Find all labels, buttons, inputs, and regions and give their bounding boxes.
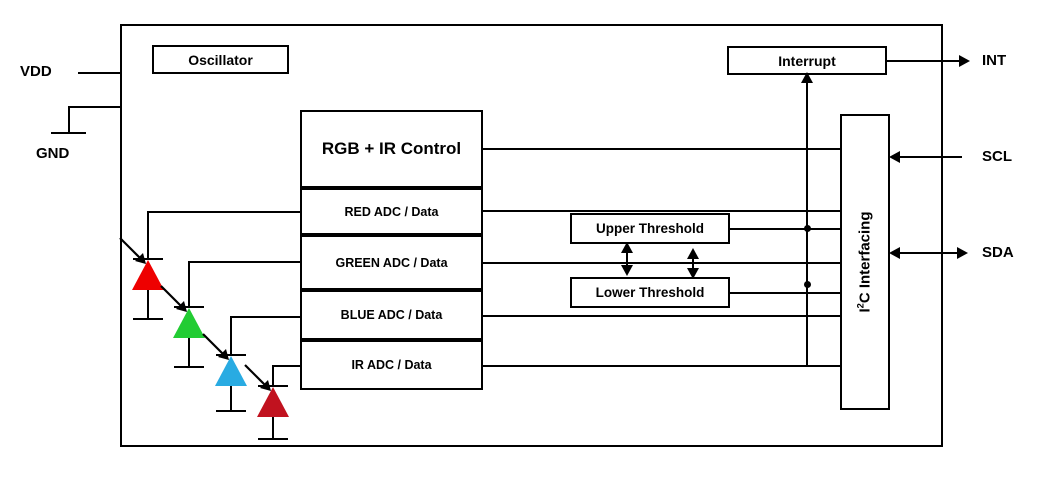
wire-ir-to-i2c — [483, 365, 840, 367]
blue-light-arrow-icon — [202, 333, 229, 360]
i2c-label-superscript: 2 — [856, 303, 866, 309]
wire-blue-to-i2c — [483, 315, 840, 317]
wire-vdd — [78, 72, 122, 74]
wire-interrupt-feed — [806, 80, 809, 366]
int-arrowhead — [959, 55, 970, 67]
block-lower-threshold-label: Lower Threshold — [595, 285, 705, 300]
pin-label-scl: SCL — [982, 148, 1012, 165]
wire-red-diode-cathode — [147, 240, 149, 260]
wire-int-output — [887, 60, 962, 62]
scl-arrowhead — [889, 151, 900, 163]
wire-blue-diode-anode — [230, 386, 232, 412]
block-lower-threshold: Lower Threshold — [570, 277, 730, 308]
wire-scl — [900, 156, 962, 158]
ir-light-arrow-icon — [244, 364, 271, 391]
ir-diode-cathode-bar — [258, 385, 288, 388]
pin-label-int: INT — [982, 52, 1007, 69]
threshold-arrow-right-down-head — [687, 268, 699, 279]
pin-label-sda: SDA — [982, 244, 1014, 261]
interrupt-feed-arrowhead — [801, 72, 813, 83]
block-blue-adc-label: BLUE ADC / Data — [340, 308, 443, 322]
wire-control-to-i2c — [483, 148, 840, 150]
red-diode-anode-bar — [133, 318, 163, 321]
threshold-arrow-left-up-head — [621, 242, 633, 253]
block-ir-adc: IR ADC / Data — [300, 340, 483, 390]
sda-arrowhead-left — [889, 247, 900, 259]
blue-photodiode-triangle — [215, 356, 247, 386]
wire-ir-diode-anode — [272, 417, 274, 440]
block-oscillator-label: Oscillator — [188, 51, 253, 68]
junction-dot-lower-threshold — [804, 281, 811, 288]
wire-red-diode-to-adc — [147, 211, 300, 213]
blue-diode-cathode-bar — [216, 354, 246, 357]
block-red-adc: RED ADC / Data — [300, 188, 483, 235]
block-ir-adc-label: IR ADC / Data — [351, 358, 432, 372]
sda-arrowhead-right — [957, 247, 968, 259]
blue-diode-anode-bar — [216, 410, 246, 413]
ir-photodiode-triangle — [257, 387, 289, 417]
wire-ir-diode-up — [272, 365, 274, 387]
wire-gnd-horizontal — [68, 106, 122, 108]
block-upper-threshold: Upper Threshold — [570, 213, 730, 244]
gnd-symbol-bar — [51, 132, 86, 135]
threshold-arrow-left-shaft — [626, 246, 629, 272]
wire-ir-diode-to-adc — [272, 365, 300, 367]
block-i2c-interfacing: I2C Interfacing — [840, 114, 890, 410]
block-rgb-ir-control: RGB + IR Control — [300, 110, 483, 188]
wire-upper-threshold-to-i2c — [730, 228, 840, 230]
green-photodiode-triangle — [173, 308, 205, 338]
wire-red-diode-up — [147, 211, 149, 258]
ir-diode-anode-bar — [258, 438, 288, 441]
red-diode-cathode-bar — [133, 258, 163, 261]
block-green-adc: GREEN ADC / Data — [300, 235, 483, 290]
wire-green-diode-up — [188, 261, 190, 308]
wire-green-diode-anode — [188, 338, 190, 368]
block-interrupt: Interrupt — [727, 46, 887, 75]
wire-green-to-i2c — [483, 262, 840, 264]
red-light-arrow-icon — [119, 237, 146, 264]
green-diode-cathode-bar — [174, 306, 204, 309]
green-diode-anode-bar — [174, 366, 204, 369]
block-rgb-ir-control-label: RGB + IR Control — [321, 139, 462, 158]
i2c-label-suffix: C Interfacing — [857, 211, 874, 304]
block-red-adc-label: RED ADC / Data — [344, 204, 439, 219]
sensor-chip-outline — [120, 24, 943, 447]
wire-blue-diode-to-adc — [230, 316, 300, 318]
wire-lower-threshold-to-i2c — [730, 292, 840, 294]
i2c-label-prefix: I — [857, 308, 874, 313]
threshold-arrow-right-up-head — [687, 248, 699, 259]
block-i2c-interfacing-label: I2C Interfacing — [856, 211, 874, 312]
wire-blue-diode-up — [230, 316, 232, 356]
wire-red-to-i2c — [483, 210, 840, 212]
wire-gnd-vertical — [68, 106, 70, 133]
block-upper-threshold-label: Upper Threshold — [595, 221, 704, 236]
wire-sda — [900, 252, 960, 254]
wire-green-diode-to-adc — [188, 261, 300, 263]
pin-label-vdd: VDD — [20, 63, 52, 80]
block-green-adc-label: GREEN ADC / Data — [335, 255, 448, 270]
wire-red-diode-anode — [147, 290, 149, 320]
pin-label-gnd: GND — [36, 145, 70, 162]
block-interrupt-label: Interrupt — [778, 52, 836, 69]
green-light-arrow-icon — [160, 285, 187, 312]
block-oscillator: Oscillator — [152, 45, 289, 74]
block-blue-adc: BLUE ADC / Data — [300, 290, 483, 340]
red-photodiode-triangle — [132, 260, 164, 290]
threshold-arrow-left-down-head — [621, 265, 633, 276]
